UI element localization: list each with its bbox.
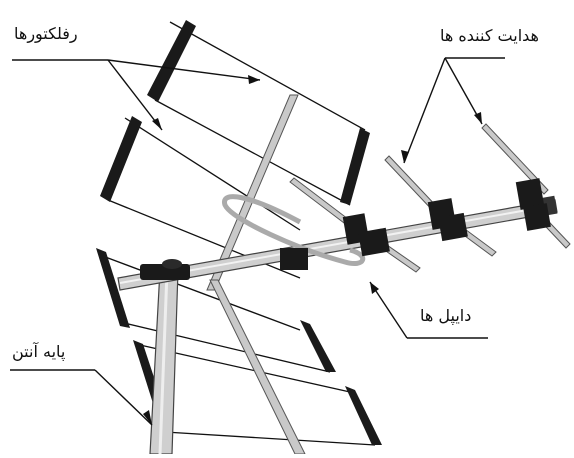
reflector-bar-2: [340, 128, 370, 205]
director-clamps: [342, 178, 551, 257]
reflector-bar-5: [300, 320, 336, 372]
reflector-boom: [206, 94, 306, 455]
reflector-bar-4: [96, 248, 130, 328]
annotation-lines: [10, 57, 505, 426]
reflector-bar-3: [100, 116, 142, 202]
label-reflectors: رفلکتورها: [14, 24, 78, 43]
label-directors: هدایت کننده ها: [440, 26, 539, 45]
mast-clamp: [140, 259, 190, 280]
antenna-mast: [149, 269, 179, 455]
arrow-heads: [143, 75, 482, 425]
label-antenna-base: پایه آنتن: [12, 342, 66, 361]
dipole-box: [280, 248, 308, 270]
dipole-loop: [222, 194, 365, 266]
reflector-bars: [96, 20, 382, 445]
reflector-bar-1: [147, 20, 196, 102]
reflector-bar-7: [345, 386, 382, 445]
label-dipoles: دایپل ها: [420, 306, 472, 325]
